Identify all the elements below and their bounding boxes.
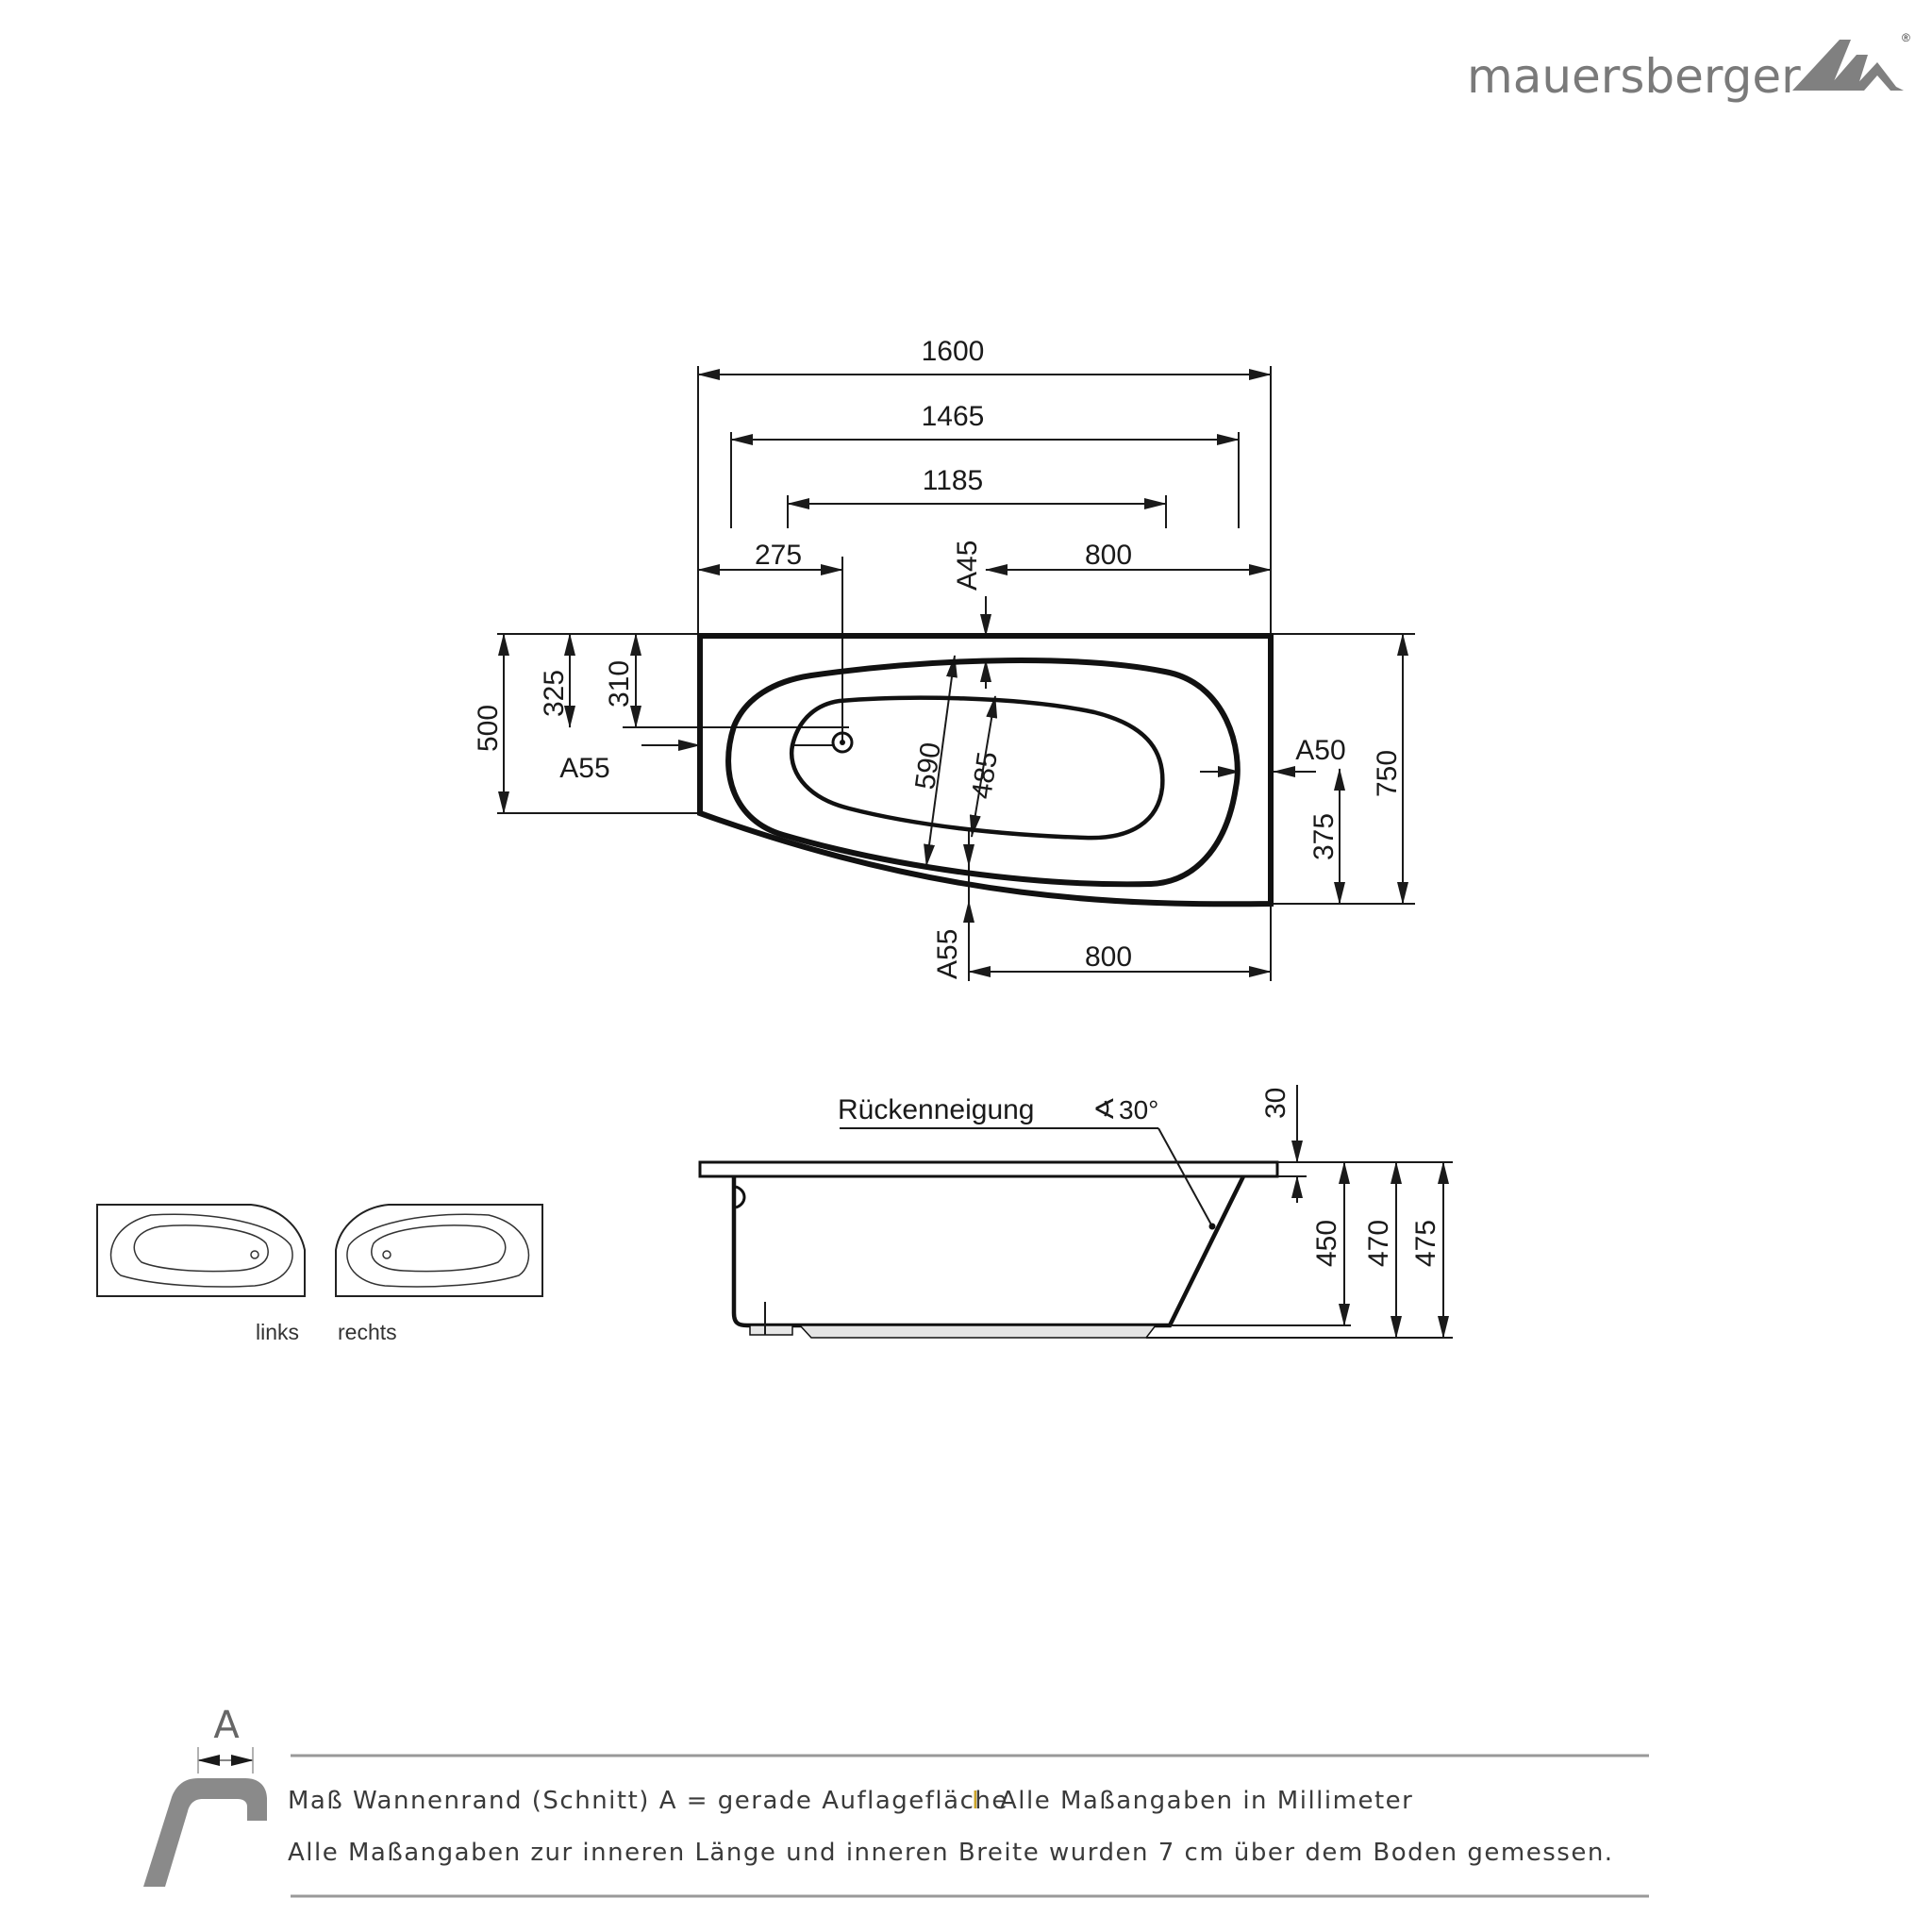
side-view: Rückenneigung ∢ 30° 30 450 470 475 (698, 1085, 1453, 1339)
rim-symbol-label: A (213, 1704, 240, 1747)
footer-separator: I (972, 1787, 980, 1815)
label-325: 325 (539, 670, 570, 717)
label-back-slope-angle: 30° (1119, 1095, 1158, 1124)
tub-outline-top (697, 633, 1274, 908)
label-1185: 1185 (923, 465, 984, 496)
label-475: 475 (1410, 1220, 1441, 1267)
label-rim-right: A50 (1295, 735, 1345, 766)
footer-units-note: Alle Maßangaben in Millimeter (1000, 1787, 1413, 1815)
side-foot (798, 1324, 1158, 1339)
variant-links-label: links (256, 1320, 299, 1344)
label-470: 470 (1363, 1220, 1394, 1267)
label-rim-top: A45 (952, 541, 983, 591)
label-800-top: 800 (1085, 540, 1132, 571)
label-800-bottom: 800 (1085, 941, 1132, 973)
label-450: 450 (1311, 1220, 1342, 1267)
label-485: 485 (966, 750, 1004, 801)
label-rim-left: A55 (559, 753, 609, 784)
registered-mark: ® (1902, 31, 1910, 44)
footer: A Maß Wannenrand (Schnitt) A = gerade Au… (143, 1704, 1649, 1898)
variant-links: links (96, 1204, 306, 1344)
angle-icon: ∢ (1092, 1094, 1116, 1125)
label-275: 275 (755, 540, 802, 571)
side-rim (698, 1160, 1279, 1178)
side-body (731, 1175, 1246, 1328)
footer-measurement-note: Alle Maßangaben zur inneren Länge und in… (288, 1839, 1614, 1867)
dim-line-485 (969, 695, 998, 838)
label-rim-bottom: A55 (932, 929, 963, 979)
label-375: 375 (1308, 813, 1340, 860)
label-1600: 1600 (922, 336, 985, 367)
top-view: 1600 1465 1185 275 800 800 A50 A55 A45 A… (473, 336, 1415, 981)
brand-logo: mauersberger ® (1467, 31, 1910, 104)
label-750: 750 (1372, 750, 1403, 797)
tub-rim-inner (725, 658, 1241, 888)
rim-profile-icon (143, 1778, 267, 1887)
label-back-slope: Rückenneigung (838, 1094, 1035, 1125)
drain-icon (831, 731, 854, 754)
label-30: 30 (1260, 1088, 1291, 1119)
label-310: 310 (604, 660, 635, 708)
dim-line-590 (924, 655, 958, 867)
label-1465: 1465 (922, 401, 985, 432)
brand-name: mauersberger (1467, 49, 1801, 104)
label-500: 500 (473, 705, 504, 752)
tub-basin-inner (789, 695, 1165, 841)
mountain-m-logo-icon (1792, 40, 1904, 91)
variant-rechts-label: rechts (338, 1320, 397, 1344)
footer-rim-note: Maß Wannenrand (Schnitt) A = gerade Aufl… (288, 1787, 1008, 1815)
variant-rechts: rechts (335, 1204, 543, 1344)
label-590: 590 (909, 741, 947, 791)
